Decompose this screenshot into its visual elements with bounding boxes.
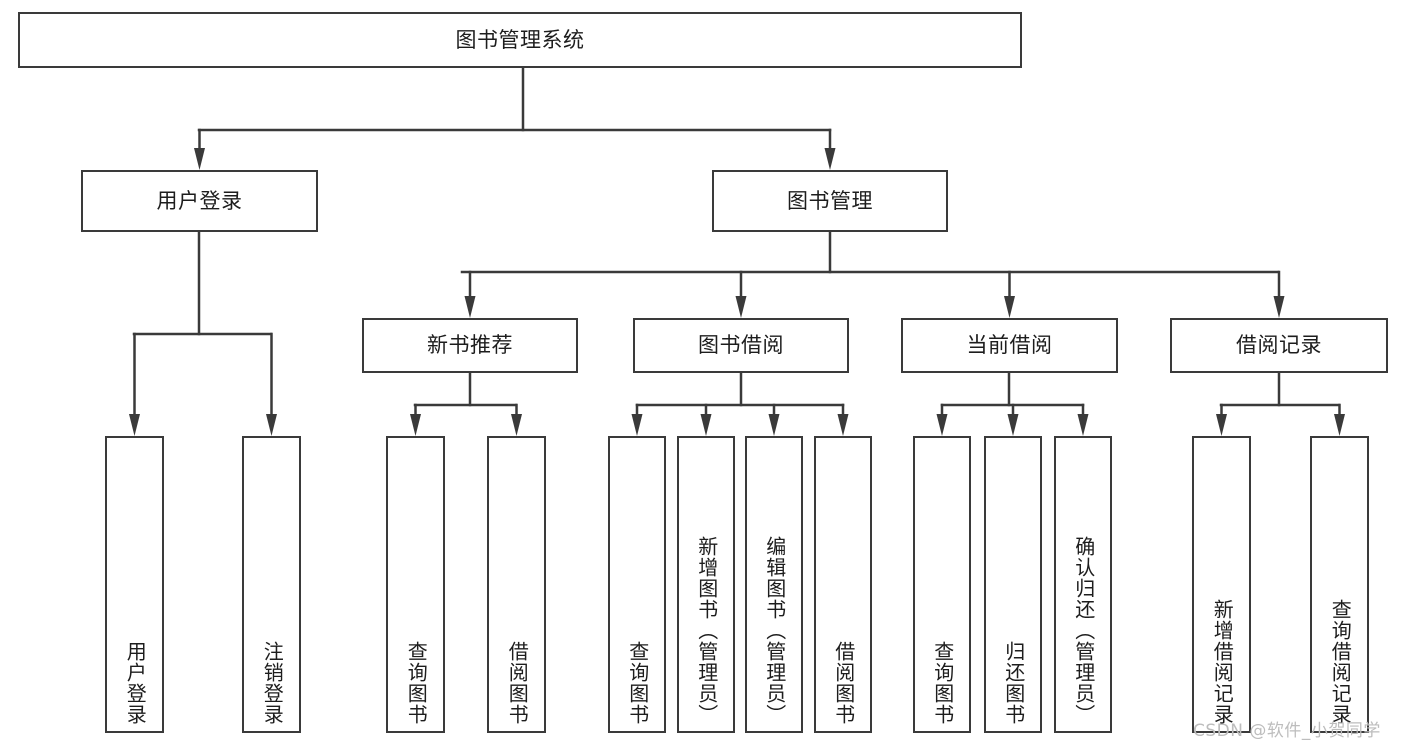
node-label: 新书推荐 <box>427 333 513 358</box>
leaf-logout[interactable]: 注销登录 <box>242 436 301 733</box>
node-label: 图书管理 <box>787 188 873 213</box>
node-label: 新增图书（管理员） <box>694 536 719 725</box>
node-label: 借阅记录 <box>1236 333 1322 358</box>
node-new-book-recommend[interactable]: 新书推荐 <box>362 318 578 373</box>
node-book-management-system[interactable]: 图书管理系统 <box>18 12 1022 68</box>
node-label: 用户登录 <box>156 188 243 213</box>
node-label: 查询图书 <box>930 641 955 725</box>
node-label: 图书管理系统 <box>455 27 585 52</box>
node-label: 归还图书 <box>1001 641 1026 725</box>
leaf-borrow-book[interactable]: 借阅图书 <box>814 436 872 733</box>
node-label: 确认归还（管理员） <box>1071 536 1096 725</box>
leaf-add-borrow-record[interactable]: 新增借阅记录 <box>1192 436 1251 733</box>
leaf-edit-book-admin[interactable]: 编辑图书（管理员） <box>745 436 803 733</box>
node-book-borrow[interactable]: 图书借阅 <box>633 318 849 373</box>
leaf-add-book-admin[interactable]: 新增图书（管理员） <box>677 436 735 733</box>
node-label: 查询借阅记录 <box>1328 599 1353 725</box>
node-borrow-record[interactable]: 借阅记录 <box>1170 318 1388 373</box>
node-label: 借阅图书 <box>505 641 530 725</box>
node-label: 注销登录 <box>260 641 285 725</box>
node-label: 编辑图书（管理员） <box>762 536 787 725</box>
leaf-confirm-return-admin[interactable]: 确认归还（管理员） <box>1054 436 1112 733</box>
leaf-query-book-borrow[interactable]: 查询图书 <box>608 436 666 733</box>
node-label: 新增借阅记录 <box>1210 599 1235 725</box>
node-current-borrow[interactable]: 当前借阅 <box>901 318 1118 373</box>
leaf-return-book[interactable]: 归还图书 <box>984 436 1042 733</box>
node-label: 查询图书 <box>625 641 650 725</box>
node-label: 用户登录 <box>123 641 148 725</box>
node-book-management[interactable]: 图书管理 <box>712 170 948 232</box>
csdn-watermark: CSDN @软件_小贺同学 <box>1193 721 1381 741</box>
node-user-login[interactable]: 用户登录 <box>81 170 318 232</box>
leaf-borrow-book-recommend[interactable]: 借阅图书 <box>487 436 546 733</box>
leaf-user-login[interactable]: 用户登录 <box>105 436 164 733</box>
node-label: 借阅图书 <box>831 641 856 725</box>
leaf-query-borrow-record[interactable]: 查询借阅记录 <box>1310 436 1369 733</box>
node-label: 当前借阅 <box>966 333 1053 358</box>
node-label: 查询图书 <box>404 641 429 725</box>
node-label: 图书借阅 <box>698 333 784 358</box>
leaf-query-book-current[interactable]: 查询图书 <box>913 436 971 733</box>
leaf-query-book-recommend[interactable]: 查询图书 <box>386 436 445 733</box>
